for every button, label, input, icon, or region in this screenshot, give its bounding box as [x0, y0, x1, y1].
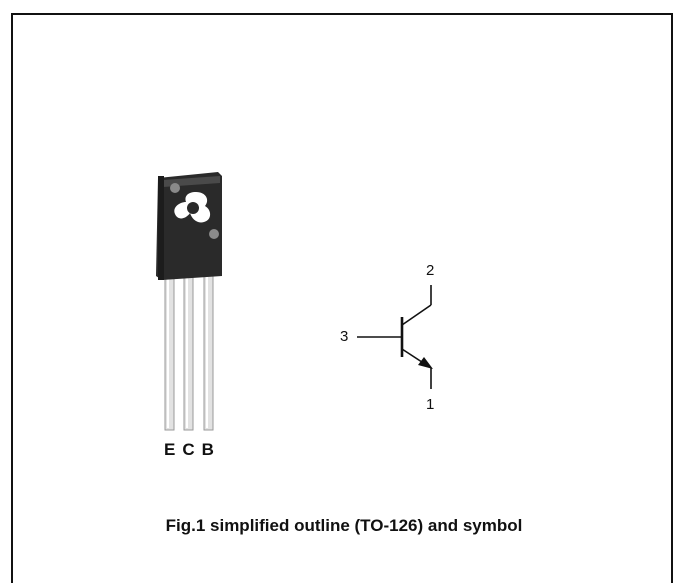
npn-transistor-symbol	[357, 285, 432, 389]
figure-frame	[11, 13, 673, 583]
lead-collector	[183, 269, 194, 431]
pin-label-c: C	[182, 440, 196, 459]
symbol-pin-2-label: 2	[426, 262, 435, 279]
to126-package	[156, 172, 222, 431]
pin-label-e: E	[164, 440, 177, 459]
lead-emitter	[164, 269, 175, 431]
figure-caption: Fig.1 simplified outline (TO-126) and sy…	[165, 516, 523, 535]
symbol-pin-1-label: 1	[426, 396, 435, 413]
lead-base	[203, 269, 214, 431]
collector-lead-diagonal	[401, 304, 432, 326]
package-dot-bottom	[209, 229, 219, 239]
symbol-pin-3-label: 3	[340, 328, 349, 345]
package-body	[156, 172, 222, 280]
emitter-arrow-icon	[418, 357, 433, 369]
package-leads	[164, 269, 214, 431]
pin-label-b: B	[201, 440, 215, 459]
mounting-hole-icon	[174, 192, 211, 223]
package-dot-top	[170, 183, 180, 193]
